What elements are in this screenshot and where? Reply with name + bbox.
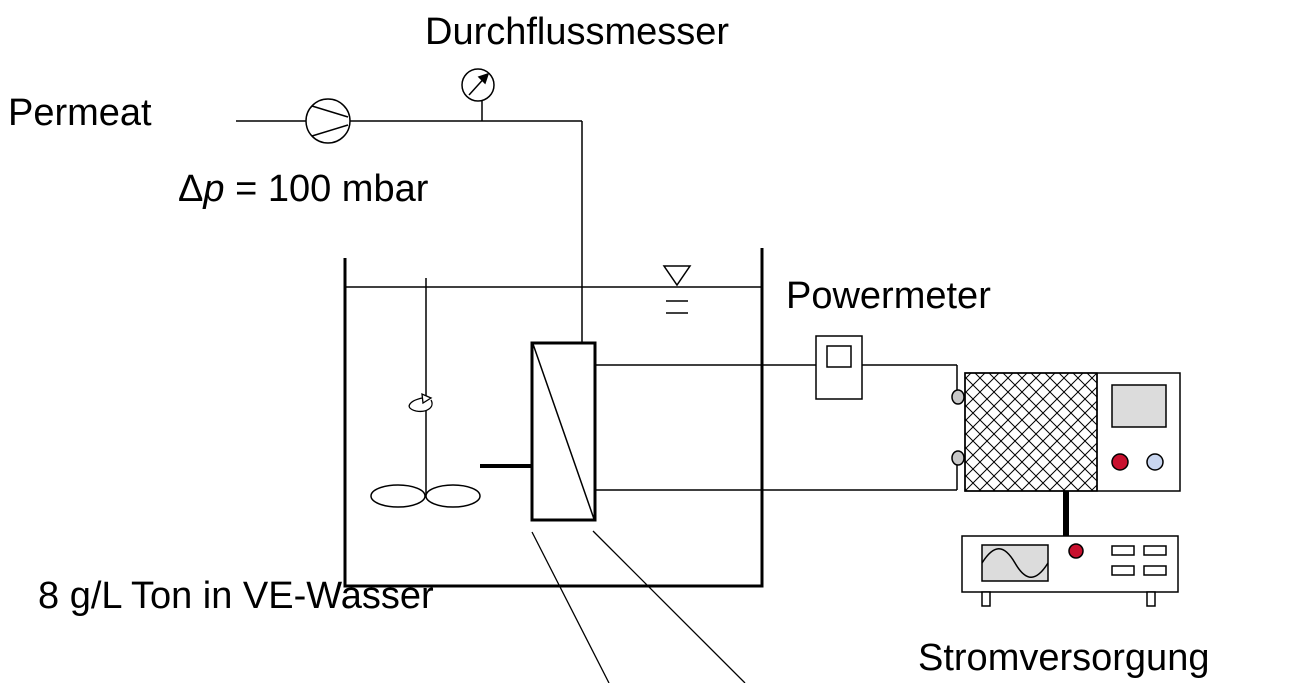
pump-icon — [305, 98, 351, 144]
power-supply-label: Stromversorgung — [918, 637, 1209, 679]
powermeter-label: Powermeter — [786, 275, 991, 317]
stirrer-icon — [370, 278, 481, 508]
power-supply-icon — [951, 372, 1181, 492]
powermeter-icon — [815, 335, 863, 400]
membrane-module-icon — [530, 341, 597, 522]
electrical-wires — [595, 364, 958, 491]
water-level-icon — [662, 265, 692, 314]
permeate-line — [236, 101, 583, 343]
pressure-variable: p — [202, 168, 224, 210]
pressure-value: = 100 mbar — [225, 168, 429, 210]
rotation-arrow-icon — [408, 392, 433, 413]
detail-pointer-lines — [531, 530, 746, 683]
tank — [343, 248, 764, 588]
flowmeter-label: Durchflussmesser — [425, 11, 729, 53]
suspension-label: 8 g/L Ton in VE-Wasser — [38, 575, 434, 617]
flowmeter-gauge-icon — [461, 68, 495, 102]
function-generator-icon — [961, 535, 1179, 607]
pressure-label: Δp = 100 mbar — [178, 168, 429, 210]
pressure-delta: Δ — [178, 168, 203, 210]
permeate-label: Permeat — [8, 92, 152, 134]
